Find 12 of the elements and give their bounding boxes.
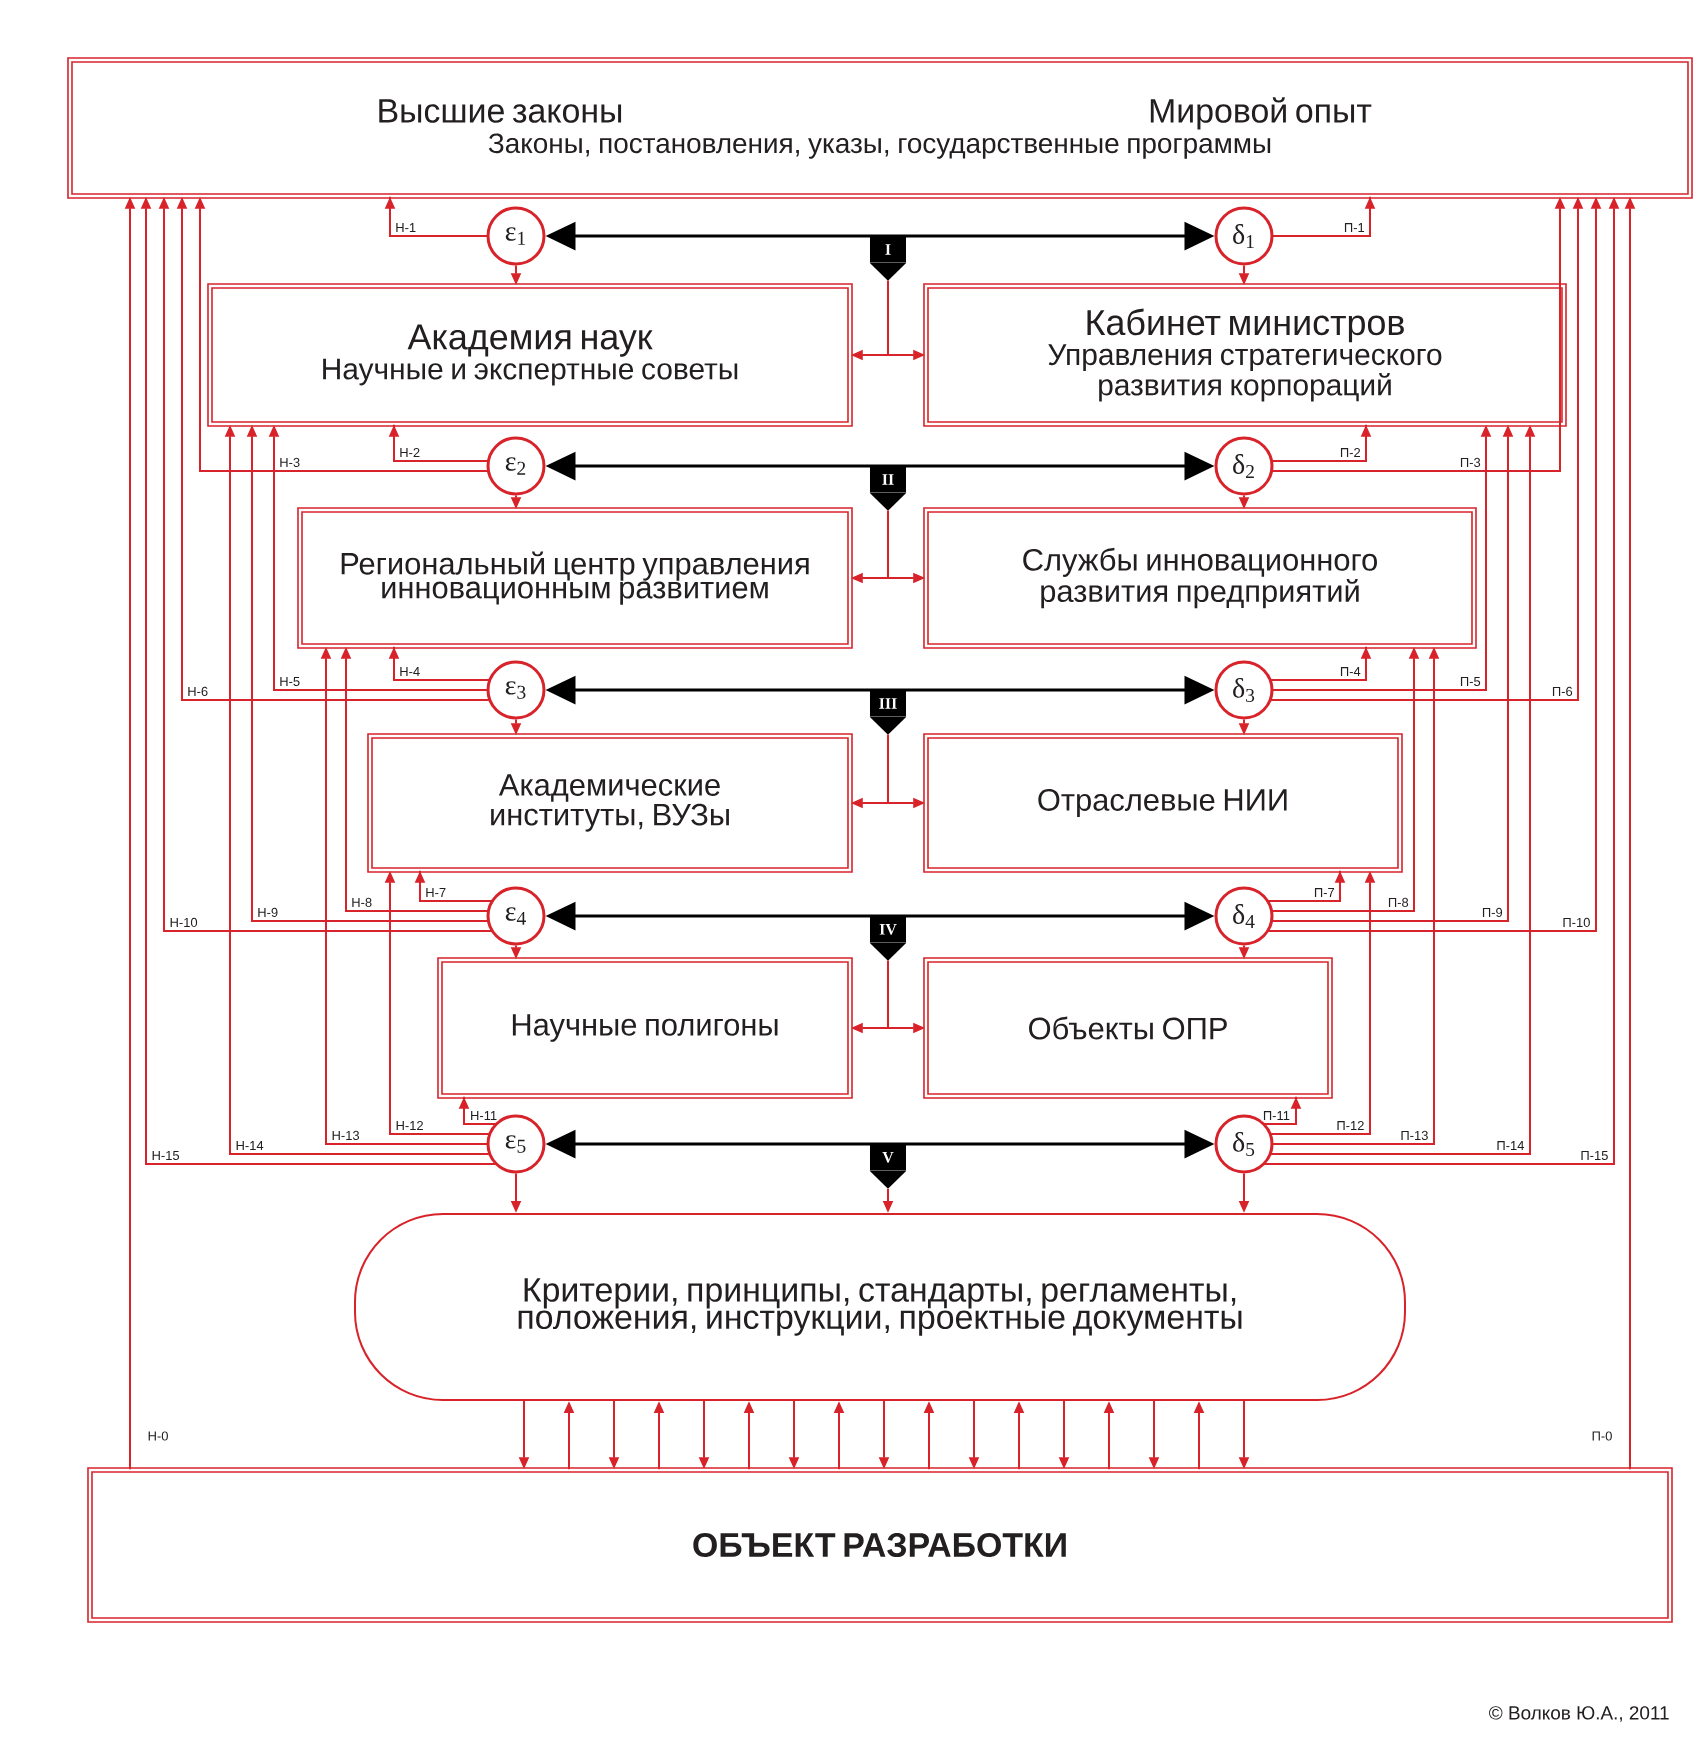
process-box: Объекты ОПР <box>923 957 1333 1099</box>
object-box: ОБЪЕКТ РАЗРАБОТКИ <box>87 1467 1673 1623</box>
process-box: Научные полигоны <box>437 957 853 1099</box>
process-box: Академические институты, ВУЗы <box>367 733 853 873</box>
process-box: Службы инновационного развития предприятий <box>923 507 1477 649</box>
process-box: Кабинет министров Управления стратегического развития корпораций <box>923 283 1567 427</box>
process-box: Региональный центр управления инновационным развитием <box>297 507 853 649</box>
rounded-box: Критерии, принципы, стандарты, регламенты, положения, инструкции, проектные документы <box>354 1213 1406 1401</box>
process-box: Отраслевые НИИ <box>923 733 1403 873</box>
process-box: Академия наук Научные и экспертные советы <box>207 283 853 427</box>
header-box: Высшие законы Мировой опыт Законы, постановления, указы, государственные программы <box>67 57 1693 199</box>
copyright-note: © Волков Ю.А., 2011 <box>1489 1706 1669 1722</box>
